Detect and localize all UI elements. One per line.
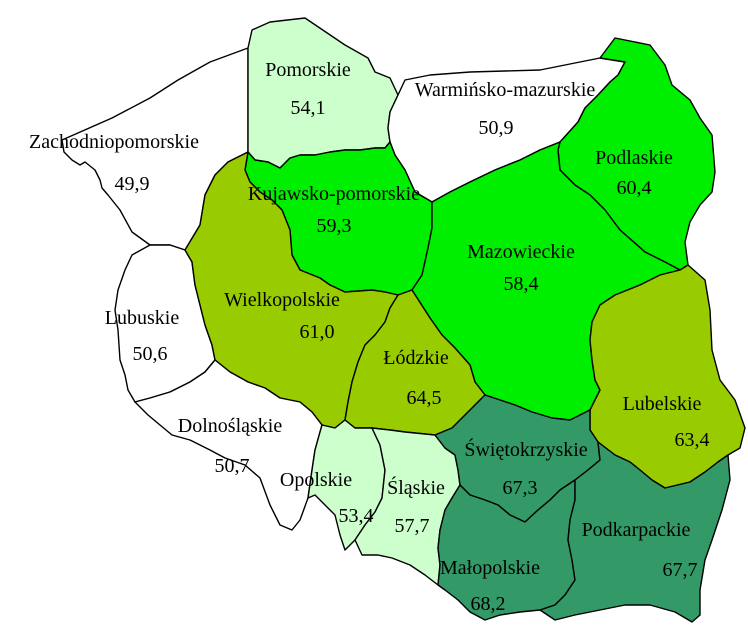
label-name-malopolskie: Małopolskie: [440, 557, 540, 579]
label-name-lubuskie: Lubuskie: [105, 307, 180, 329]
label-value-kujawsko-pomorskie: 59,3: [317, 215, 352, 237]
label-name-warminsko-mazurskie: Warmińsko-mazurskie: [415, 79, 596, 101]
label-name-opolskie: Opolskie: [280, 469, 352, 491]
label-value-lodzkie: 64,5: [407, 387, 442, 409]
label-value-wielkopolskie: 61,0: [300, 321, 335, 343]
label-name-slaskie: Śląskie: [387, 475, 445, 499]
label-value-podkarpackie: 67,7: [663, 559, 698, 581]
label-value-pomorskie: 54,1: [291, 97, 326, 119]
label-value-lubuskie: 50,6: [133, 343, 168, 365]
label-name-podlaskie: Podlaskie: [595, 147, 673, 169]
label-value-zachodniopomorskie: 49,9: [115, 173, 150, 195]
label-value-lubelskie: 63,4: [675, 429, 710, 451]
label-name-kujawsko-pomorskie: Kujawsko-pomorskie: [248, 183, 420, 205]
label-value-slaskie: 57,7: [395, 515, 430, 537]
label-value-malopolskie: 68,2: [471, 593, 506, 615]
label-value-swietokrzyskie: 67,3: [503, 477, 538, 499]
region-podkarpackie[interactable]: [539, 441, 731, 623]
label-value-podlaskie: 60,4: [617, 177, 652, 199]
label-name-podkarpackie: Podkarpackie: [582, 519, 691, 541]
label-value-mazowieckie: 58,4: [504, 273, 539, 295]
label-name-zachodniopomorskie: Zachodniopomorskie: [29, 131, 199, 153]
label-name-pomorskie: Pomorskie: [265, 59, 351, 81]
label-name-lubelskie: Lubelskie: [623, 393, 702, 415]
label-name-wielkopolskie: Wielkopolskie: [224, 289, 340, 311]
label-value-warminsko-mazurskie: 50,9: [479, 117, 514, 139]
label-name-swietokrzyskie: Świętokrzyskie: [464, 437, 587, 461]
label-value-dolnoslaskie: 50,7: [215, 455, 250, 477]
label-value-opolskie: 53,4: [339, 505, 374, 527]
label-name-mazowieckie: Mazowieckie: [467, 241, 575, 263]
label-name-lodzkie: Łódzkie: [383, 347, 449, 369]
region-pomorskie[interactable]: [247, 17, 399, 169]
label-name-dolnoslaskie: Dolnośląskie: [178, 415, 283, 437]
